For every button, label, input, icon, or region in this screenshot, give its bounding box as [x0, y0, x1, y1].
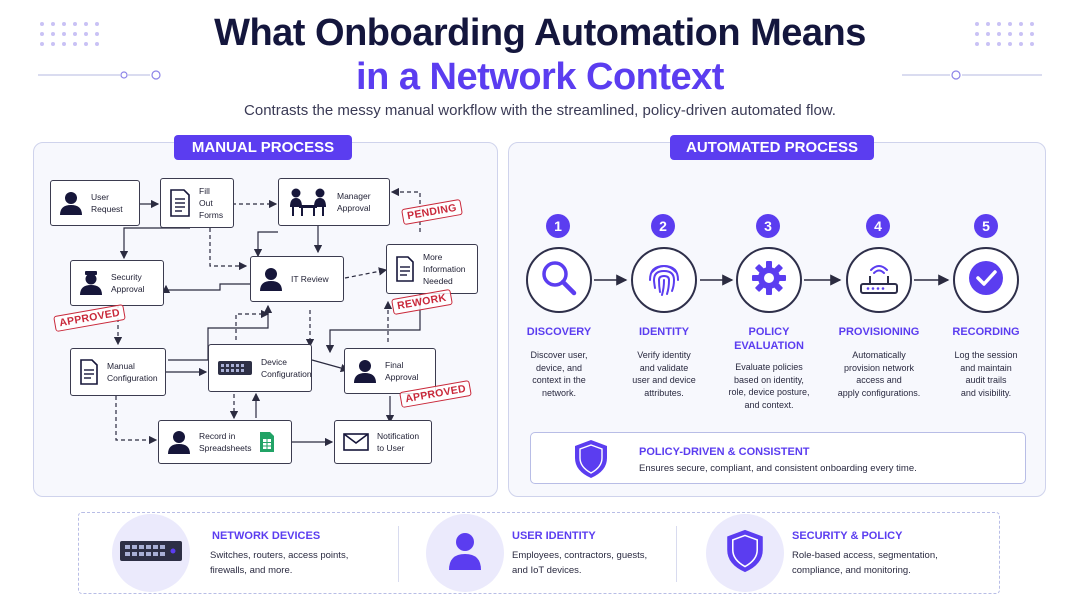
user-icon — [59, 190, 83, 216]
decorative-dots-right — [975, 22, 1035, 46]
policy-driven-box: POLICY-DRIVEN & CONSISTENT Ensures secur… — [530, 432, 1026, 484]
category-security-policy-title: SECURITY & POLICY — [792, 530, 903, 542]
user-icon — [259, 266, 283, 292]
user-icon — [353, 358, 377, 384]
category-security-policy-description: Role-based access, segmentation, complia… — [792, 550, 938, 576]
step-4-number: 4 — [866, 214, 890, 238]
step-4-circle — [846, 247, 912, 313]
category-security-policy-circle — [706, 514, 784, 592]
document-icon — [395, 256, 415, 282]
manual-node-notification: Notification to User — [334, 420, 432, 464]
step-3-number: 3 — [756, 214, 780, 238]
automated-process-label: AUTOMATED PROCESS — [670, 135, 874, 160]
user-icon — [447, 531, 483, 576]
manual-node-fill-forms: Fill Out Forms — [160, 178, 234, 228]
manual-node-user-request: User Request — [50, 180, 140, 226]
step-5-title: RECORDING — [952, 326, 1020, 338]
category-network-devices-description: Switches, routers, access points, firewa… — [210, 550, 349, 576]
page-title-line-1: What Onboarding Automation Means — [214, 12, 866, 54]
step-1-number: 1 — [546, 214, 570, 238]
policy-box-description: Ensures secure, compliant, and consisten… — [639, 463, 917, 474]
manual-node-device-configuration: Device Configuration — [208, 344, 312, 392]
manual-node-security-approval: Security Approval — [70, 260, 164, 306]
step-2-title: IDENTITY — [638, 326, 690, 338]
policy-box-title: POLICY-DRIVEN & CONSISTENT — [639, 446, 810, 458]
step-1-title: DISCOVERY — [526, 326, 592, 338]
step-2-circle — [631, 247, 697, 313]
document-icon — [79, 359, 99, 385]
meeting-icon — [287, 187, 329, 217]
category-network-devices-title: NETWORK DEVICES — [212, 530, 321, 542]
manual-node-final-approval: Final Approval — [344, 348, 436, 394]
decorative-dots-left — [40, 22, 100, 46]
step-2-description: Verify identity and validate user and de… — [632, 350, 696, 398]
check-circle-icon — [966, 258, 1006, 303]
manual-node-manual-configuration: Manual Configuration — [70, 348, 166, 396]
step-2-number: 2 — [651, 214, 675, 238]
category-user-identity-description: Employees, contractors, guests, and IoT … — [512, 550, 648, 576]
category-network-devices-circle — [112, 514, 190, 592]
step-4-description: Automatically provision network access a… — [837, 350, 921, 398]
step-1-circle — [526, 247, 592, 313]
step-3-description: Evaluate policies based on identity, rol… — [728, 362, 810, 410]
shield-icon — [573, 439, 609, 484]
step-5-circle — [953, 247, 1019, 313]
manual-node-manager-approval: Manager Approval — [278, 178, 390, 226]
category-user-identity-circle — [426, 514, 504, 592]
spreadsheet-icon — [259, 431, 275, 453]
manual-node-record-spreadsheets: Record in Spreadsheets — [158, 420, 292, 464]
decorative-line-right — [902, 70, 1042, 80]
step-5-number: 5 — [974, 214, 998, 238]
step-3-title: POLICY EVALUATION — [734, 326, 804, 352]
router-icon — [858, 260, 900, 301]
decorative-line-left — [38, 70, 161, 80]
category-user-identity-title: USER IDENTITY — [512, 530, 596, 542]
page-title-line-2: in a Network Context — [356, 56, 724, 98]
form-document-icon — [169, 189, 191, 217]
step-3-circle — [736, 247, 802, 313]
switch-icon — [217, 359, 253, 377]
manual-process-label: MANUAL PROCESS — [174, 135, 352, 160]
shield-icon — [725, 528, 765, 579]
step-5-description: Log the session and maintain audit trail… — [954, 350, 1018, 398]
fingerprint-icon — [645, 258, 683, 303]
manual-node-it-review: IT Review — [250, 256, 344, 302]
step-1-description: Discover user, device, and context in th… — [530, 350, 588, 398]
category-strip — [78, 512, 1000, 594]
manual-node-more-information: More Information Needed — [386, 244, 478, 294]
page-subtitle: Contrasts the messy manual workflow with… — [244, 102, 836, 119]
step-4-title: PROVISIONING — [838, 326, 920, 338]
switch-icon — [119, 538, 183, 569]
envelope-icon — [343, 433, 369, 451]
gear-icon — [749, 258, 789, 303]
magnifier-icon — [539, 258, 579, 303]
user-icon — [167, 429, 191, 455]
category-divider-2 — [676, 526, 677, 582]
category-divider-1 — [398, 526, 399, 582]
security-officer-icon — [79, 270, 103, 296]
